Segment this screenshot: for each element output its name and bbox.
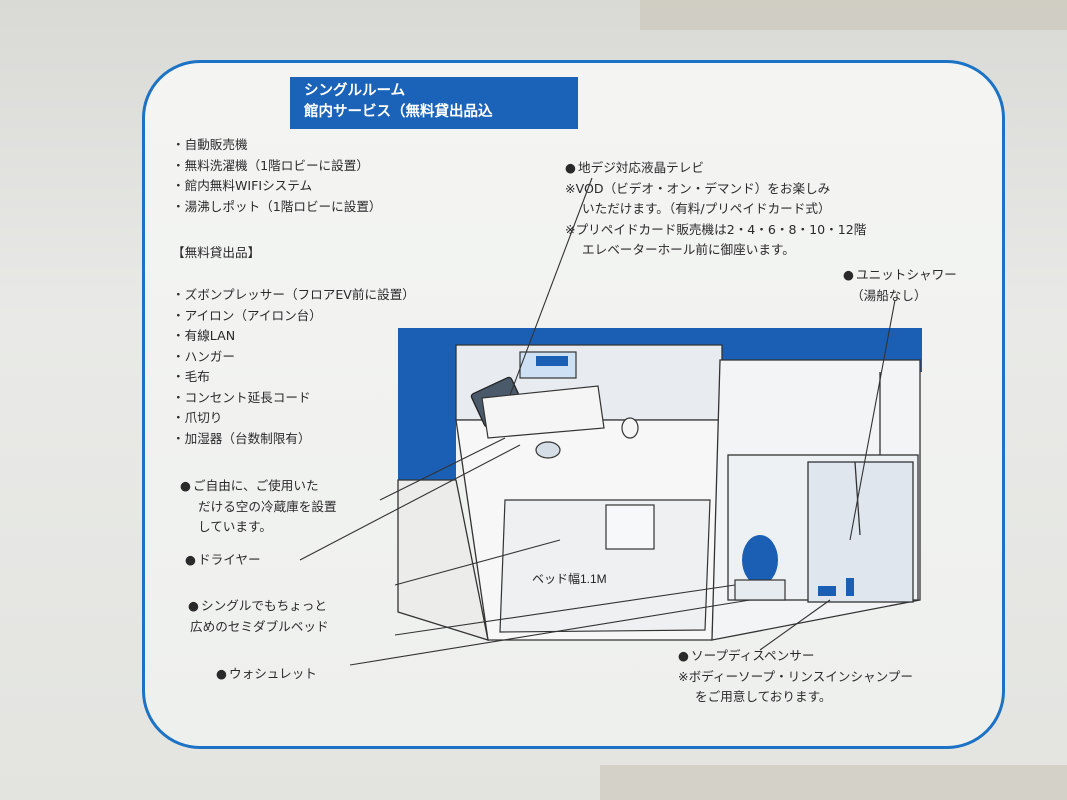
bed-block: シングルでもちょっと 広めのセミダブルベッド bbox=[188, 596, 329, 637]
rental-list: ズボンプレッサー（フロアEV前に設置） アイロン（アイロン台） 有線LAN ハン… bbox=[172, 285, 415, 449]
fridge-line2: だける空の冷蔵庫を設置 bbox=[198, 498, 337, 514]
rental-item: ハンガー bbox=[172, 347, 415, 368]
tv-note1-line1: VOD（ビデオ・オン・デマンド）をお楽しみ bbox=[565, 179, 866, 200]
fridge-line1: ご自由に、ご使用いた bbox=[180, 476, 337, 497]
tv-note2-line1: プリペイドカード販売機は2・4・6・8・10・12階 bbox=[565, 220, 867, 241]
rental-item: 毛布 bbox=[172, 367, 415, 388]
tv-note1-line2: いただけます。（有料/プリペイドカード式） bbox=[582, 201, 831, 216]
rental-item: コンセント延長コード bbox=[172, 388, 415, 409]
rental-heading: 【無料貸出品】 bbox=[172, 245, 261, 260]
service-item: 自動販売機 bbox=[172, 135, 382, 156]
services-list: 自動販売機 無料洗濯機（1階ロビーに設置） 館内無料WIFIシステム 湯沸しポッ… bbox=[172, 135, 382, 217]
tv-heading: 地デジ対応液晶テレビ bbox=[565, 158, 866, 179]
service-item: 湯沸しポット（1階ロビーに設置） bbox=[172, 197, 382, 218]
service-item: 無料洗濯機（1階ロビーに設置） bbox=[172, 156, 382, 177]
tape-strip-top bbox=[640, 0, 1067, 30]
shower-sub: （湯船なし） bbox=[851, 287, 927, 303]
title-line1: シングルルーム bbox=[304, 83, 406, 99]
tv-block: 地デジ対応液晶テレビ VOD（ビデオ・オン・デマンド）をお楽しみ いただけます。… bbox=[565, 158, 867, 261]
soap-note-line1: ボディーソープ・リンスインシャンプー bbox=[678, 667, 913, 688]
shower-block: ユニットシャワー （湯船なし） bbox=[843, 265, 957, 306]
washlet-label: ウォシュレット bbox=[216, 664, 317, 685]
rental-item: アイロン（アイロン台） bbox=[172, 306, 415, 327]
rental-item: ズボンプレッサー（フロアEV前に設置） bbox=[172, 285, 415, 306]
soap-heading: ソープディスペンサー bbox=[678, 646, 913, 667]
rental-item: 加湿器（台数制限有） bbox=[172, 429, 415, 450]
tape-strip-bottom bbox=[600, 765, 1067, 800]
fridge-block: ご自由に、ご使用いた だける空の冷蔵庫を設置 しています。 bbox=[180, 476, 337, 538]
service-item: 館内無料WIFIシステム bbox=[172, 176, 382, 197]
bed-line1: シングルでもちょっと bbox=[188, 596, 329, 617]
title-line2: 館内サービス（無料貸出品込 bbox=[304, 104, 493, 120]
rental-item: 有線LAN bbox=[172, 326, 415, 347]
rental-item: 爪切り bbox=[172, 408, 415, 429]
fridge-line3: しています。 bbox=[198, 519, 272, 534]
dryer-label: ドライヤー bbox=[185, 550, 261, 571]
shower-label: ユニットシャワー bbox=[843, 265, 957, 286]
tv-note2-line2: エレベーターホール前に御座います。 bbox=[582, 242, 795, 257]
soap-block: ソープディスペンサー ボディーソープ・リンスインシャンプー をご用意しております… bbox=[678, 646, 913, 708]
sign-title: シングルルーム 館内サービス（無料貸出品込 bbox=[290, 77, 578, 129]
bed-line2: 広めのセミダブルベッド bbox=[190, 618, 329, 634]
soap-note-line2: をご用意しております。 bbox=[695, 689, 832, 704]
